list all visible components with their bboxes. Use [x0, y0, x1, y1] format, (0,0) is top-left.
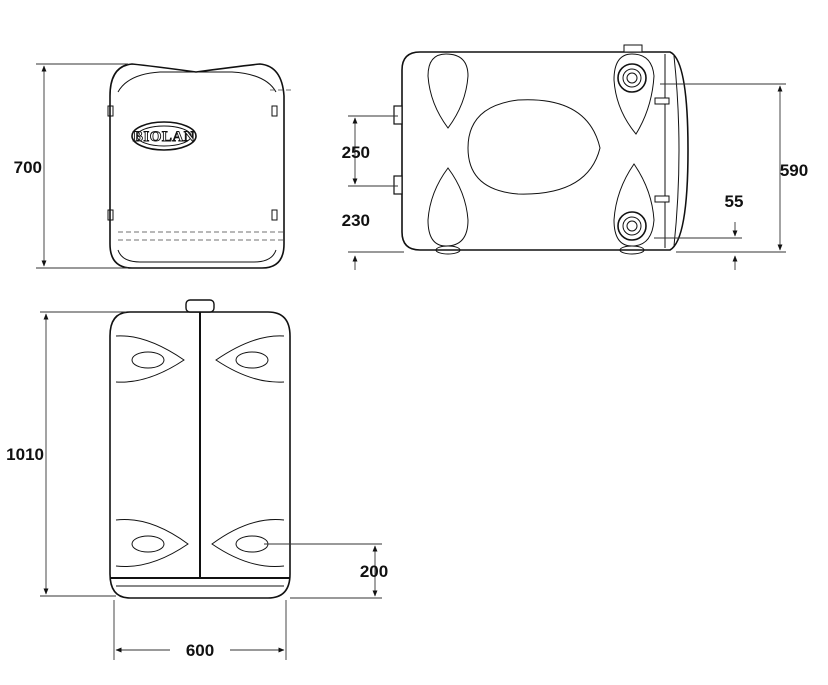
dimension-590: 590: [780, 161, 808, 180]
top-view: 1010 200 600: [6, 299, 388, 660]
dimension-250: 250: [342, 143, 370, 162]
side-view: 250 230 590 55: [342, 44, 808, 270]
front-view: BIOLAN 700: [14, 63, 292, 269]
dimension-55: 55: [725, 192, 744, 211]
dimension-700: 700: [14, 158, 42, 177]
brand-label: BIOLAN: [133, 129, 195, 145]
dimension-1010: 1010: [6, 445, 44, 464]
dimension-230: 230: [342, 211, 370, 230]
dimension-200: 200: [360, 562, 388, 581]
brand-logo: [131, 121, 197, 151]
dimension-600: 600: [186, 641, 214, 660]
